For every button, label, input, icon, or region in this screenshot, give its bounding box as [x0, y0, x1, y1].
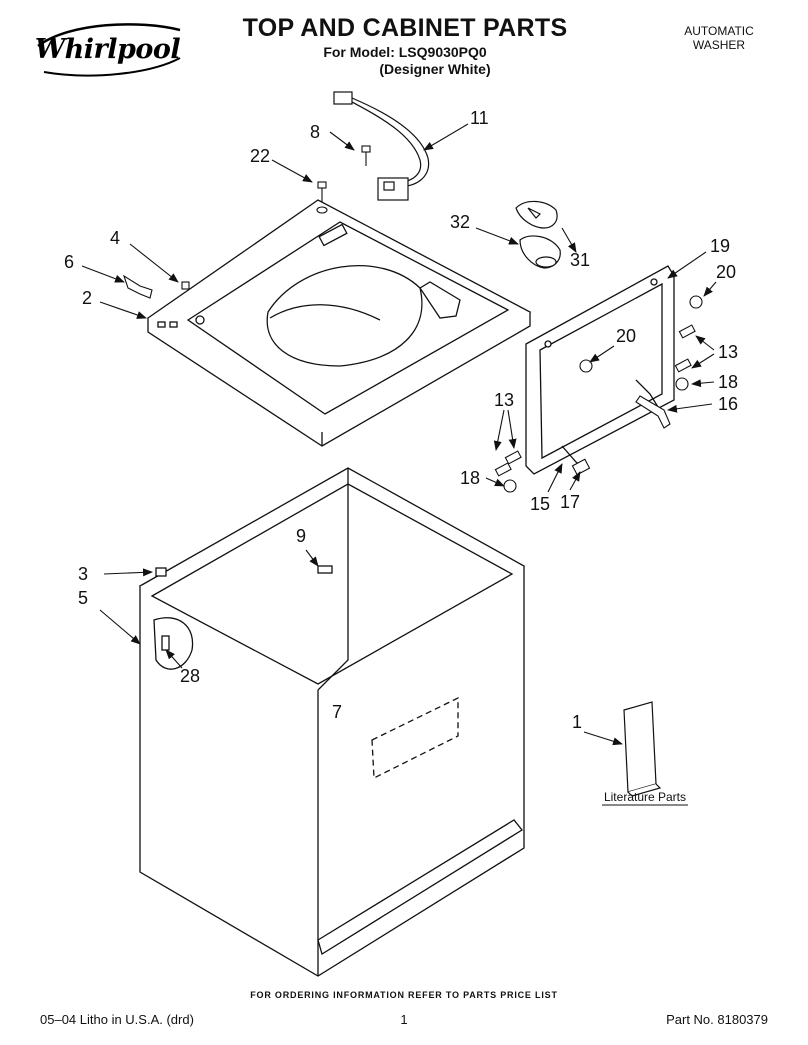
ordering-note: FOR ORDERING INFORMATION REFER TO PARTS … — [250, 990, 558, 1000]
callout-17: 17 — [560, 492, 580, 512]
hinge-16 — [635, 395, 671, 429]
callout-11: 11 — [470, 108, 489, 128]
product-type-line2: WASHER — [692, 38, 746, 52]
callout-8: 8 — [310, 122, 320, 142]
callout-20-middle: 20 — [616, 326, 636, 346]
product-type: AUTOMATIC WASHER — [664, 24, 774, 52]
top-hardware — [122, 145, 371, 299]
grommet-18a — [675, 377, 689, 391]
whirlpool-logo: Whirlpool — [30, 18, 185, 82]
grommet-18b — [503, 479, 517, 493]
logo-swoosh-icon — [37, 23, 181, 77]
literature-booklet — [602, 701, 688, 806]
callout-22: 22 — [250, 146, 270, 166]
lid-assembly — [525, 265, 675, 475]
model-line: For Model: LSQ9030PQ0 — [323, 44, 487, 60]
callout-19: 19 — [710, 236, 730, 256]
screw-13c — [504, 450, 522, 465]
callout-13-right: 13 — [718, 342, 738, 362]
callout-6: 6 — [64, 252, 74, 272]
screw-9 — [317, 565, 333, 574]
callout-15: 15 — [530, 494, 550, 514]
callout-31: 31 — [570, 250, 590, 270]
literature-caption: Literature Parts — [604, 790, 686, 804]
clip-4 — [181, 281, 190, 290]
bumper-20a — [689, 295, 703, 309]
callout-32: 32 — [450, 212, 470, 232]
callout-1: 1 — [572, 712, 582, 732]
callout-18-right: 18 — [718, 372, 738, 392]
clip-3 — [155, 567, 167, 577]
washer-22 — [316, 206, 328, 214]
callout-20-top: 20 — [716, 262, 736, 282]
callout-2: 2 — [82, 288, 92, 308]
page-title: TOP AND CABINET PARTS — [242, 14, 568, 42]
callout-4: 4 — [110, 228, 120, 248]
leader-lines — [81, 123, 717, 746]
lid-bumpers — [515, 200, 561, 269]
callout-3: 3 — [78, 564, 88, 584]
callout-16: 16 — [718, 394, 738, 414]
callout-numbers: 1 2 3 4 5 6 7 8 9 11 13 13 15 16 17 18 1… — [64, 108, 738, 732]
label-7 — [371, 696, 459, 780]
screw-13a — [678, 324, 696, 339]
washer-top-panel — [146, 199, 532, 447]
screw-22 — [317, 181, 327, 189]
hinge-pin-17 — [571, 458, 591, 476]
part-number: Part No. 8180379 — [666, 1012, 768, 1027]
callout-28: 28 — [180, 666, 200, 686]
product-type-line1: AUTOMATIC — [684, 24, 754, 38]
screw-8 — [361, 145, 371, 153]
page-number: 1 — [400, 1012, 408, 1027]
screw-13d — [494, 462, 512, 477]
washer-cabinet — [138, 467, 526, 977]
callout-5: 5 — [78, 588, 88, 608]
callout-7: 7 — [332, 702, 342, 722]
variant-line: (Designer White) — [379, 61, 491, 77]
brand-name: Whirlpool — [34, 34, 181, 65]
lid-switch-harness — [333, 91, 430, 201]
bumper-20b — [579, 359, 593, 373]
hinge-6 — [122, 274, 153, 299]
screw-13b — [674, 358, 692, 373]
callout-9: 9 — [296, 526, 306, 546]
litho-info: 05–04 Litho in U.S.A. (drd) — [40, 1012, 194, 1027]
callout-18-left: 18 — [460, 468, 480, 488]
screw-28 — [161, 635, 170, 651]
callout-13-left: 13 — [494, 390, 514, 410]
